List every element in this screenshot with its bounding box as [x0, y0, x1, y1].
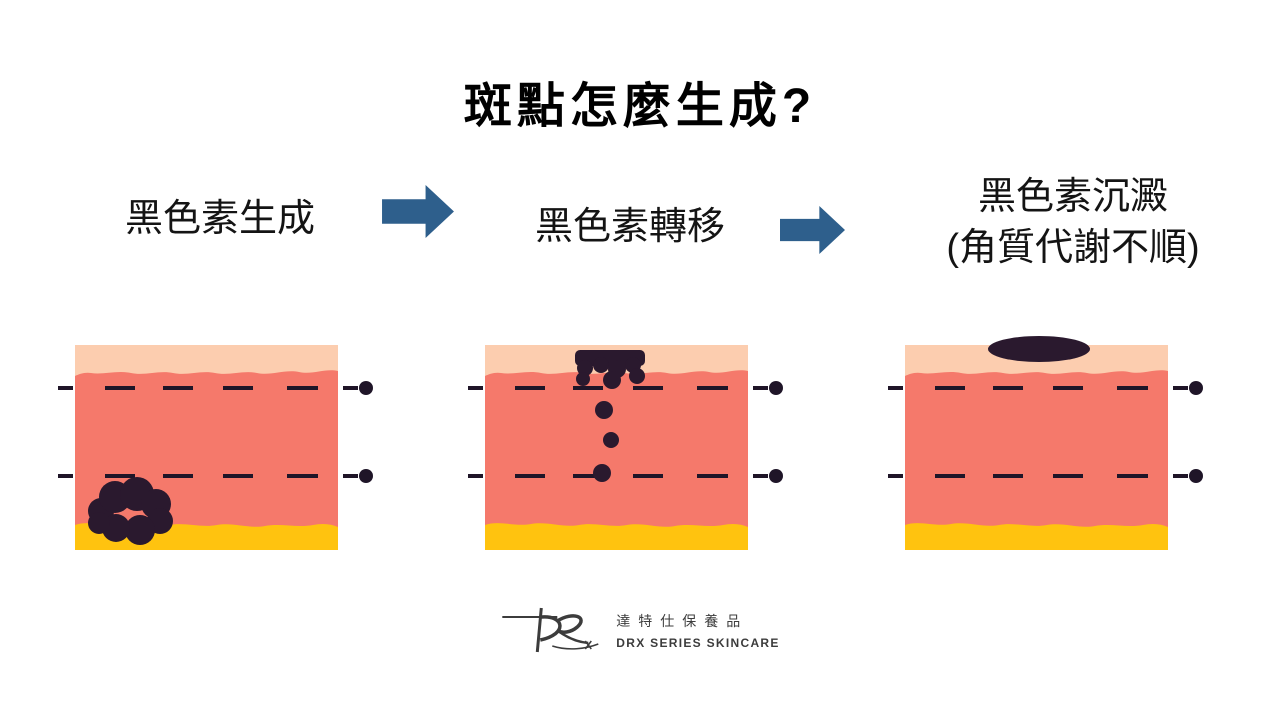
pointer-dot-lower — [769, 469, 783, 483]
stage-label-melanin-generation: 黑色素生成 — [70, 194, 370, 245]
stage-label-2-line1: 黑色素轉移 — [534, 206, 725, 248]
layer-boundary-dashes — [468, 386, 768, 478]
arrow-right-icon — [780, 206, 845, 254]
skin-diagram-transfer — [468, 345, 783, 550]
pointer-dot-upper — [1189, 381, 1203, 395]
stage-label-melanin-transfer: 黑色素轉移 — [480, 202, 780, 253]
melanin-surface-spot-icon — [988, 336, 1090, 362]
pointer-dot-upper — [359, 381, 373, 395]
layer-boundary-dashes — [888, 386, 1188, 478]
melanin-cluster-icon — [88, 477, 173, 545]
stage-label-3-line1: 黑色素沉澱 — [977, 176, 1168, 218]
page-title: 斑點怎麼生成? — [463, 80, 817, 133]
arrow-right-icon — [382, 185, 454, 238]
melanin-transfer-icon — [575, 350, 645, 482]
skin-layers — [905, 345, 1168, 550]
brand-name-zh: 達特仕保養品 — [616, 612, 749, 629]
brand-name-en: DRX SERIES SKINCARE — [616, 635, 780, 650]
pointer-dot-upper — [769, 381, 783, 395]
drx-logo-mark-icon — [502, 607, 599, 653]
skin-diagram-generation — [58, 345, 373, 550]
pointer-dot-lower — [359, 469, 373, 483]
brand-text-block: 達特仕保養品 DRX SERIES SKINCARE — [616, 611, 779, 650]
stage-label-3-line2: (角質代謝不順) — [946, 227, 1200, 270]
drx-logo: 達特仕保養品 DRX SERIES SKINCARE — [500, 604, 779, 656]
skin-diagram-deposition — [888, 336, 1203, 550]
layer-boundary-dashes — [58, 386, 358, 478]
stage-label-melanin-deposition: 黑色素沉澱 (角質代謝不順) — [878, 172, 1268, 275]
pointer-dot-lower — [1189, 469, 1203, 483]
stage-label-1-line1: 黑色素生成 — [124, 198, 315, 240]
